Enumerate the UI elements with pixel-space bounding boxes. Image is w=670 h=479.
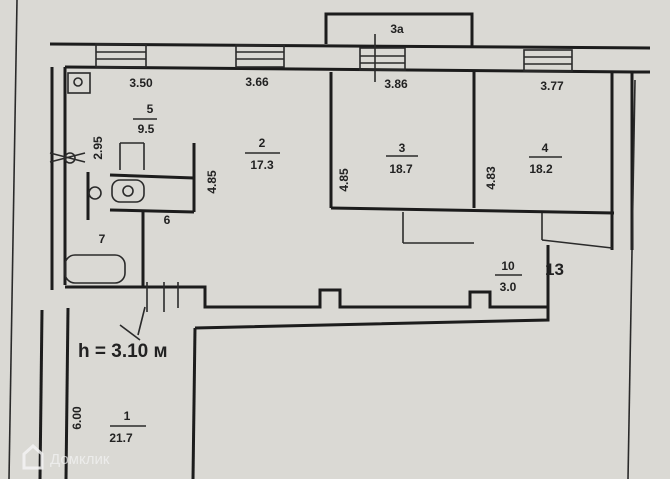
- dimension-4-83: 4.83: [484, 166, 498, 190]
- svg-text:17.3: 17.3: [250, 158, 274, 172]
- room-6-label: 6: [164, 213, 171, 227]
- ceiling-height-label: h = 3.10 м: [78, 341, 168, 362]
- svg-text:Домклик: Домклик: [50, 451, 110, 468]
- room-3-label: 3 18.7: [386, 141, 418, 176]
- interior-walls: [38, 72, 615, 479]
- svg-text:9.5: 9.5: [138, 122, 155, 136]
- dimension-3-77: 3.77: [540, 79, 564, 93]
- svg-text:10: 10: [501, 259, 515, 273]
- house-logo-icon: [22, 443, 44, 470]
- room-13-label: 13: [545, 260, 564, 279]
- room-7-label: 7: [99, 232, 106, 246]
- domclick-watermark: Домклик: [22, 443, 110, 470]
- dimension-4-85-room2: 4.85: [205, 170, 219, 194]
- svg-text:1: 1: [124, 409, 131, 423]
- room-3a-label: 3a: [390, 22, 404, 36]
- svg-text:21.7: 21.7: [109, 431, 133, 445]
- page-edge-line: [8, 0, 18, 479]
- room-10-label: 10 3.0: [495, 259, 522, 294]
- svg-text:18.2: 18.2: [529, 162, 553, 176]
- dimension-4-85-room3: 4.85: [337, 168, 351, 192]
- room-5-label: 5 9.5: [133, 102, 157, 136]
- svg-text:2: 2: [259, 136, 266, 150]
- dimension-3-50: 3.50: [129, 76, 153, 90]
- room-2-label: 2 17.3: [245, 136, 280, 172]
- dimension-6-00: 6.00: [70, 406, 84, 430]
- svg-text:3.0: 3.0: [500, 280, 517, 294]
- svg-text:3: 3: [399, 141, 406, 155]
- dimension-3-66: 3.66: [245, 75, 269, 89]
- room-1-label: 1 21.7: [109, 409, 146, 445]
- dimension-3-86: 3.86: [384, 77, 408, 91]
- room-4-label: 4 18.2: [529, 141, 562, 176]
- dimension-2-95: 2.95: [91, 136, 105, 160]
- svg-text:4: 4: [542, 141, 549, 155]
- svg-text:5: 5: [147, 102, 154, 116]
- outer-walls: [49, 12, 651, 479]
- svg-text:18.7: 18.7: [389, 162, 413, 176]
